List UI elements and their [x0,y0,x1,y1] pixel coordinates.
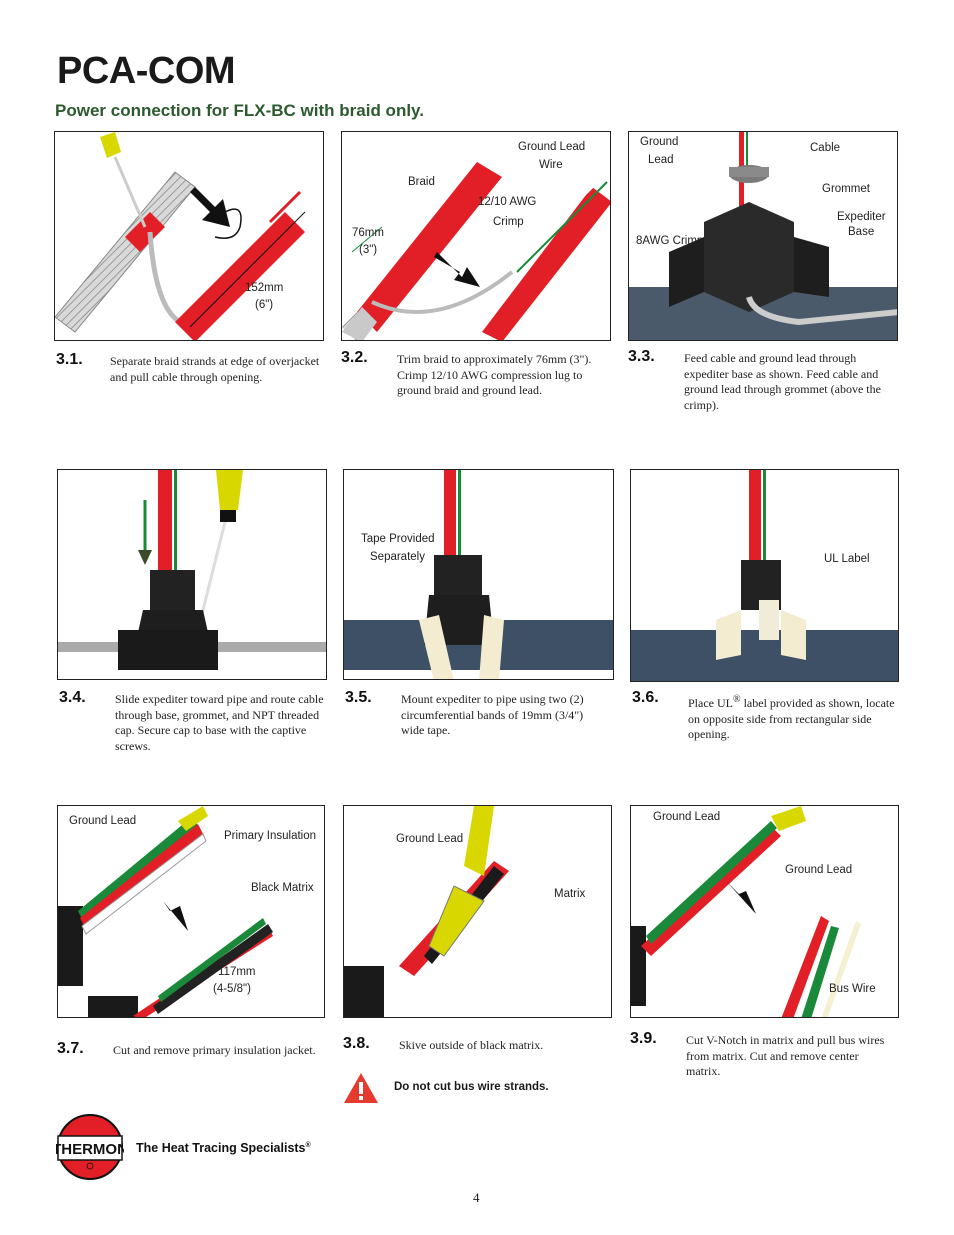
step-number: 3.8. [343,1035,370,1052]
insulation-cut-illustration [58,806,273,1017]
base-label: Base [848,226,875,238]
matrix-label: Matrix [554,888,586,900]
crimp-label: Crimp [493,216,524,228]
bus-wire-label: Bus Wire [829,983,876,995]
ground-lead-label: Ground Lead [396,833,464,845]
grommet-label: Grommet [822,183,870,195]
thermon-logo: THERMON [52,1113,128,1186]
step-description: Mount expediter to pipe using two (2) ci… [401,692,584,737]
lead-label: Lead [648,154,674,166]
step-3-5-image: Tape Provided Separately [343,469,614,680]
dim-mm-label: 152mm [245,282,284,294]
ground-lead-label: Ground Lead [518,141,586,153]
step-description: Slide expediter toward pipe and route ca… [115,692,324,753]
step-description: Trim braid to approximately 76mm (3"). C… [397,352,592,397]
ground-lead-label: Ground Lead [785,864,853,876]
crimp-label: 8AWG Crimp [636,235,704,247]
step-3-1-image: 152mm (6") [54,131,324,341]
page-subtitle: Power connection for FLX-BC with braid o… [55,101,424,120]
separately-label: Separately [370,551,425,563]
step-description: Cut V-Notch in matrix and pull bus wires… [686,1033,885,1078]
step-description: Cut and remove primary insulation jacket… [113,1043,316,1057]
expediter-label: Expediter [837,211,886,223]
tape-label: Tape Provided [361,533,435,545]
dim-mm-label: 76mm [352,227,384,239]
braid-cable-illustration [55,132,306,340]
page-number: 4 [473,1190,480,1205]
logo-text: THERMON [56,1141,124,1158]
tape-mount-illustration [344,470,613,679]
dim-in-label: (4-5/8") [213,983,251,995]
warning-text: Do not cut bus wire strands. [394,1081,549,1093]
step-number: 3.5. [345,689,372,706]
ground-lead-label: Ground Lead [69,815,137,827]
v-notch-illustration [631,806,861,1017]
dim-in-label: (6") [255,299,274,311]
dim-in-label: (3") [359,244,378,256]
step-description: Place UL® label provided as shown, locat… [688,692,898,743]
step-number: 3.3. [628,348,655,365]
registered-mark: ® [732,694,741,705]
ground-label: Ground [640,136,679,148]
cable-label: Cable [810,142,841,154]
dim-mm-label: 117mm [218,966,256,978]
ul-label-illustration [631,470,898,681]
tagline: The Heat Tracing Specialists® [136,1141,311,1155]
step-3-2-image: Ground Lead Wire Braid 12/10 AWG Crimp 7… [341,131,611,341]
step-3-6-image: UL Label [630,469,899,682]
step-3-7-image: Ground Lead Primary Insulation Black Mat… [57,805,325,1018]
skive-matrix-illustration [344,806,509,1017]
step-3-3-image: Ground Lead Cable Grommet Expediter Base… [628,131,898,341]
step-3-8-image: Ground Lead Matrix [343,805,612,1018]
awg-label: 12/10 AWG [478,196,537,208]
step-description: Skive outside of black matrix. [399,1038,544,1052]
primary-insulation-label: Primary Insulation [224,830,317,842]
ground-lead-label: Ground Lead [653,811,721,823]
step-description: Feed cable and ground lead through exped… [684,351,881,412]
step-3-4-image [57,469,327,680]
wire-label: Wire [539,159,563,171]
step-number: 3.7. [57,1040,84,1057]
step-number: 3.4. [59,689,86,706]
step-number: 3.1. [56,351,83,368]
tagline-mark: ® [305,1141,311,1149]
step-number: 3.2. [341,349,368,366]
braid-label: Braid [408,176,435,188]
warning-icon [343,1072,379,1109]
crimp-illustration [342,162,610,340]
desc-part: Place UL [688,696,733,710]
expediter-base-illustration [629,132,897,340]
step-description: Separate braid strands at edge of overja… [110,354,320,384]
ul-label: UL Label [824,553,870,565]
tagline-text: The Heat Tracing Specialists [136,1141,306,1155]
page-title: PCA-COM [57,50,236,92]
black-matrix-label: Black Matrix [251,882,314,894]
step-number: 3.6. [632,689,659,706]
step-3-9-image: Ground Lead Ground Lead Bus Wire [630,805,899,1018]
step-number: 3.9. [630,1030,657,1047]
cap-install-illustration [58,470,326,670]
desc-part: label provided as shown, locate on oppos… [688,696,895,741]
